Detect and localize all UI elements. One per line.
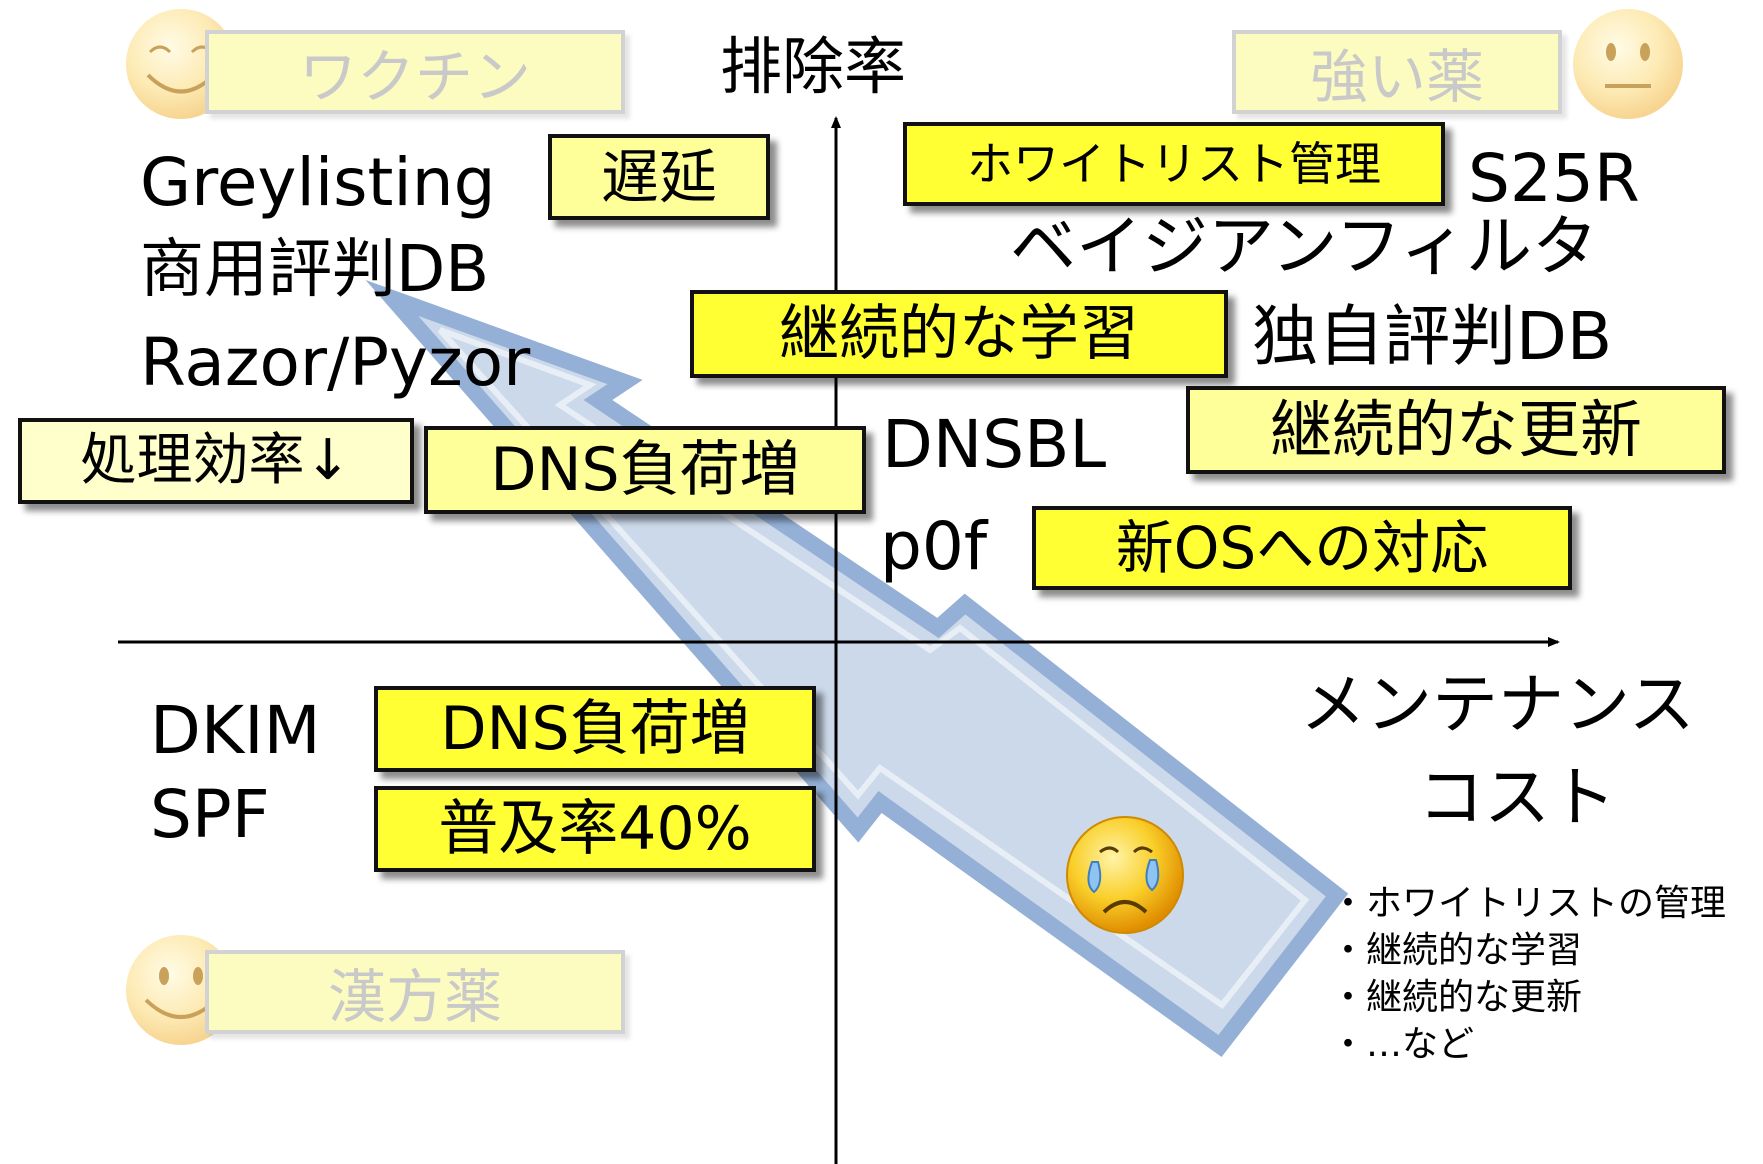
greylisting-note: 遅延 xyxy=(548,134,770,220)
razor-pyzor-label: Razor/Pyzor xyxy=(140,324,531,401)
crying-face-icon xyxy=(1066,816,1184,934)
new-os-support-note: 新OSへの対応 xyxy=(1032,506,1572,590)
s25r-label: S25R xyxy=(1468,140,1640,217)
note-item: ・ホワイトリストの管理 xyxy=(1330,883,1727,924)
p0f-label: p0f xyxy=(880,508,988,585)
adoption-rate-note: 普及率40% xyxy=(374,786,816,872)
bayesian-filter-label: ベイジアンフィルタ xyxy=(1010,208,1599,285)
whitelist-management-note-text: ホワイトリスト管理 xyxy=(967,137,1381,191)
dkim-label: DKIM xyxy=(150,692,321,769)
whitelist-management-note: ホワイトリスト管理 xyxy=(903,122,1445,206)
new-os-support-note-text: 新OSへの対応 xyxy=(1115,514,1489,582)
spf-label: SPF xyxy=(150,776,270,853)
greylisting-note-text: 遅延 xyxy=(600,143,717,211)
continuous-update-note-text: 継続的な更新 xyxy=(1269,393,1642,466)
continuous-learning-note: 継続的な学習 xyxy=(690,290,1228,378)
continuous-learning-note-text: 継続的な学習 xyxy=(779,299,1139,369)
maintenance-cost-notes: ・ホワイトリストの管理 ・継続的な学習 ・継続的な更新 ・…など xyxy=(1330,880,1726,1068)
quadrant-label-strong-medicine: 強い薬 xyxy=(1232,30,1562,114)
x-axis-label-line1: メンテナンス xyxy=(1300,666,1695,743)
dns-load-note-bottom: DNS負荷増 xyxy=(374,686,816,772)
note-item: ・…など xyxy=(1330,1024,1475,1065)
greylisting-label: Greylisting xyxy=(140,144,496,221)
quadrant-label-herbal-medicine: 漢方薬 xyxy=(205,950,625,1034)
note-item: ・継続的な更新 xyxy=(1330,977,1583,1018)
dns-load-note-top: DNS負荷増 xyxy=(424,426,866,514)
quadrant-label-vaccine: ワクチン xyxy=(205,30,625,114)
dnsbl-label: DNSBL xyxy=(882,406,1107,483)
efficiency-note: 処理効率↓ xyxy=(18,418,414,504)
quadrant-label-vaccine-text: ワクチン xyxy=(298,43,531,111)
y-axis-label: 排除率 xyxy=(720,30,907,103)
own-reputation-db-label: 独自評判DB xyxy=(1252,298,1613,375)
dns-load-note-top-text: DNS負荷増 xyxy=(490,435,800,505)
quadrant-label-herbal-medicine-text: 漢方薬 xyxy=(327,963,502,1031)
adoption-rate-note-text: 普及率40% xyxy=(438,794,752,864)
dns-load-note-bottom-text: DNS負荷増 xyxy=(440,694,750,764)
commercial-reputation-db-label: 商用評判DB xyxy=(140,233,490,307)
note-item: ・継続的な学習 xyxy=(1330,930,1583,971)
quadrant-label-strong-medicine-text: 強い薬 xyxy=(1309,43,1484,111)
x-axis-label-line2: コスト xyxy=(1418,759,1616,836)
continuous-update-note: 継続的な更新 xyxy=(1186,386,1726,474)
efficiency-note-text: 処理効率↓ xyxy=(80,428,352,493)
neutral-face-icon xyxy=(1573,9,1683,119)
